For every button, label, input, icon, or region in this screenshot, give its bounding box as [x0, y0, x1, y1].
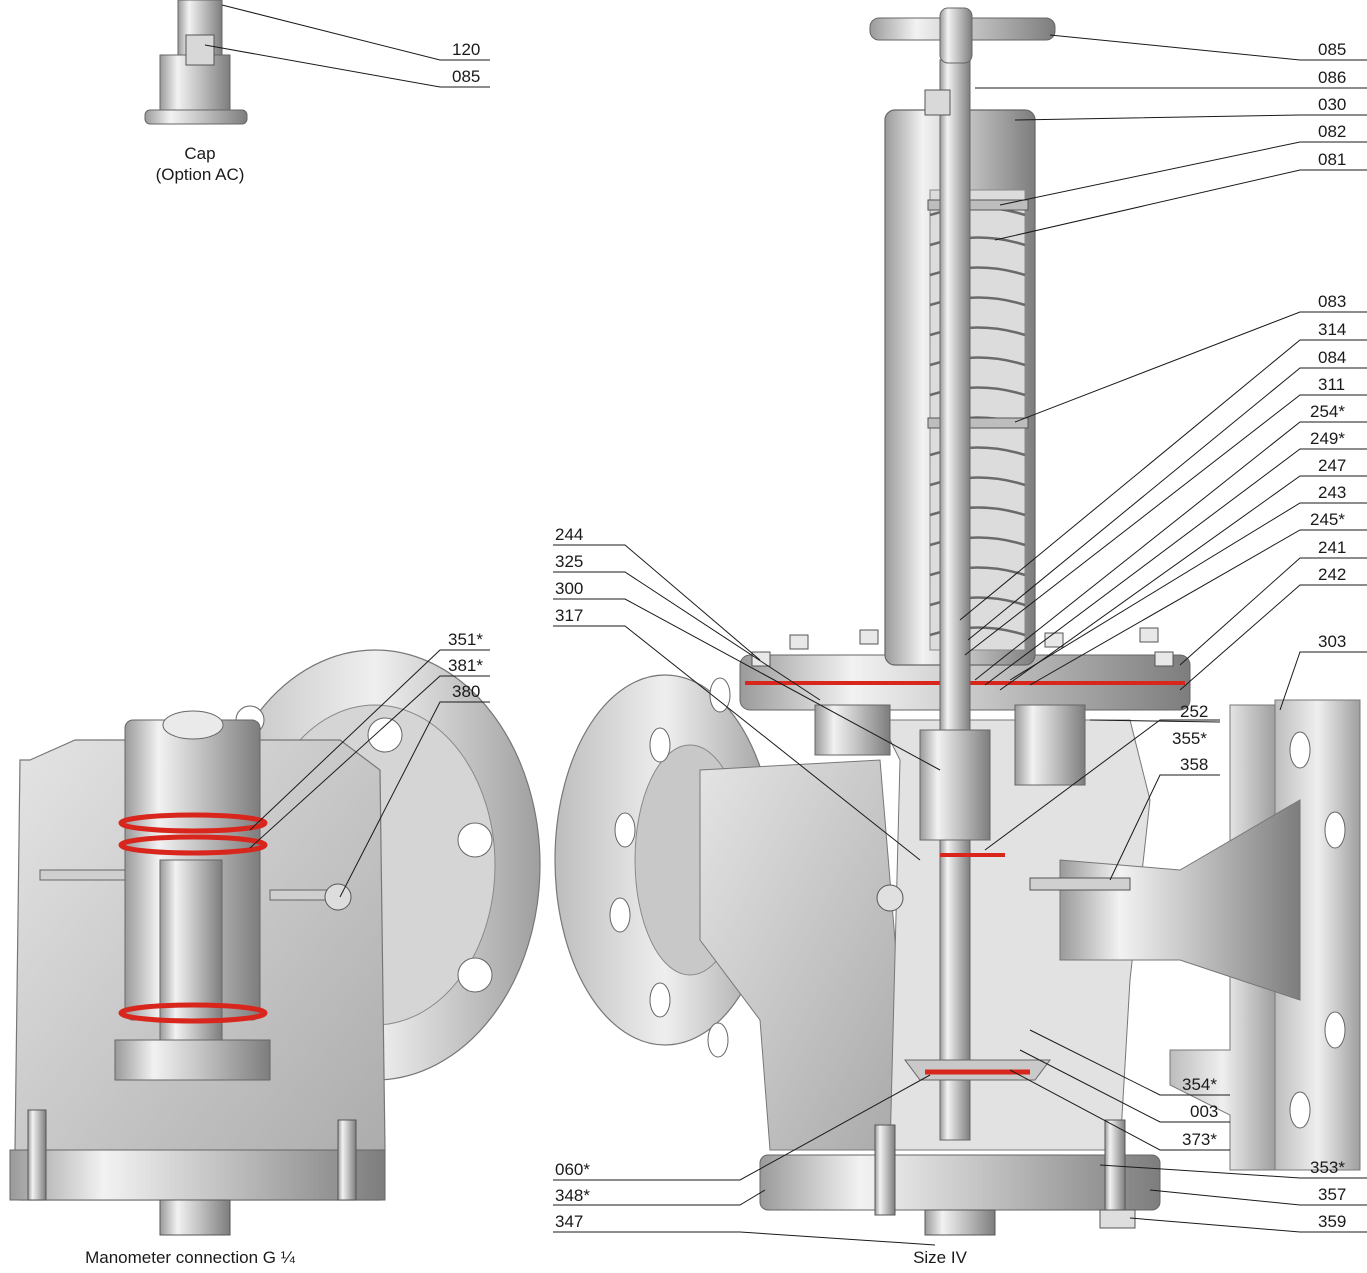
- part-label-243: 243: [1318, 483, 1347, 502]
- part-label-081: 081: [1318, 150, 1347, 169]
- part-label-084: 084: [1318, 348, 1347, 367]
- cap-caption-line2: (Option AC): [155, 165, 245, 184]
- part-label-314: 314: [1318, 320, 1347, 339]
- part-label-381: 381*: [448, 656, 483, 675]
- manometer-caption: Manometer connection G ¼: [85, 1248, 295, 1267]
- part-label-380: 380: [452, 682, 481, 701]
- part-label-083: 083: [1318, 292, 1347, 311]
- part-label-241: 241: [1318, 538, 1347, 557]
- part-label-351: 351*: [448, 630, 483, 649]
- part-label-348: 348*: [555, 1186, 590, 1205]
- part-label-300: 300: [555, 579, 584, 598]
- part-label-252: 252: [1180, 702, 1209, 721]
- part-label-325: 325: [555, 552, 584, 571]
- part-label-347: 347: [555, 1212, 584, 1231]
- part-label-085: 085: [1318, 40, 1347, 59]
- part-label-120: 120: [452, 40, 481, 59]
- part-label-357: 357: [1318, 1185, 1347, 1204]
- part-label-242: 242: [1318, 565, 1347, 584]
- part-label-254: 254*: [1310, 402, 1345, 421]
- part-label-082: 082: [1318, 122, 1347, 141]
- part-label-373: 373*: [1182, 1130, 1217, 1149]
- part-label-085-cap: 085: [452, 67, 481, 86]
- size-caption: Size IV: [913, 1248, 967, 1267]
- cap-caption: Cap (Option AC): [125, 143, 275, 185]
- cap-caption-line1: Cap: [184, 144, 216, 163]
- leader-lines: [204, 4, 1367, 1246]
- part-label-353: 353*: [1310, 1158, 1345, 1177]
- valve-drawing: [554, 7, 1361, 1236]
- part-label-030: 030: [1318, 95, 1347, 114]
- part-label-086: 086: [1318, 68, 1347, 87]
- part-label-359: 359: [1318, 1212, 1347, 1231]
- part-label-003: 003: [1190, 1102, 1219, 1121]
- cap-drawing: [144, 0, 248, 125]
- part-label-317: 317: [555, 606, 584, 625]
- part-label-355: 355*: [1172, 729, 1207, 748]
- part-label-247: 247: [1318, 456, 1347, 475]
- manometer-drawing: [9, 649, 541, 1236]
- part-label-244: 244: [555, 525, 584, 544]
- part-label-311: 311: [1318, 375, 1346, 394]
- part-label-249: 249*: [1310, 429, 1345, 448]
- part-label-060: 060*: [555, 1160, 590, 1179]
- part-label-354: 354*: [1182, 1075, 1217, 1094]
- part-label-245: 245*: [1310, 510, 1345, 529]
- part-label-303: 303: [1318, 632, 1347, 651]
- part-label-358: 358: [1180, 755, 1209, 774]
